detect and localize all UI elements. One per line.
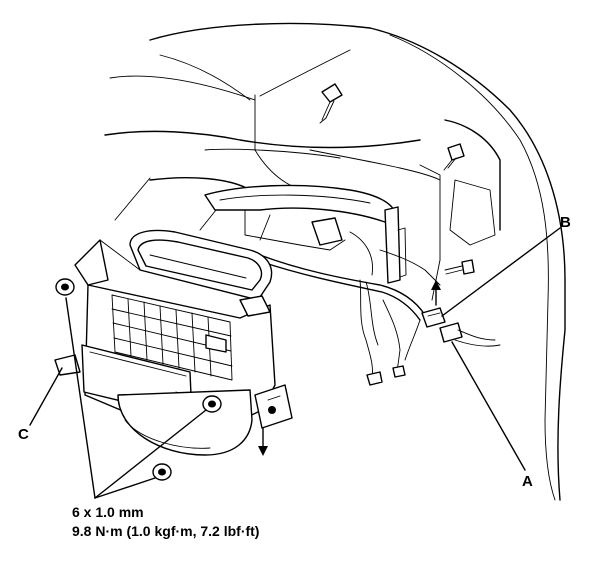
callout-a: A [522, 473, 533, 490]
connector-a [439, 322, 496, 343]
screw-upper-right [443, 143, 465, 171]
center-duct [204, 184, 396, 276]
wire-harness [259, 249, 501, 386]
callout-c: C [18, 426, 29, 443]
dashboard-outline [104, 22, 566, 501]
down-arrow [258, 427, 268, 456]
bolt-left [55, 278, 75, 296]
blower-unit [54, 229, 293, 456]
leader-lines [29, 227, 561, 499]
screw-upper [319, 83, 343, 124]
mounting-bracket [384, 206, 407, 284]
callout-b: B [560, 214, 571, 231]
fastener-torque: 9.8 N·m (1.0 kgf·m, 7.2 lbf·ft) [72, 523, 259, 539]
up-arrow [431, 280, 441, 306]
connector-b [421, 307, 446, 328]
bolt-bottom [152, 463, 172, 481]
bolt-center [202, 395, 222, 413]
screw-right [444, 259, 475, 275]
fastener-size: 6 x 1.0 mm [72, 504, 144, 520]
